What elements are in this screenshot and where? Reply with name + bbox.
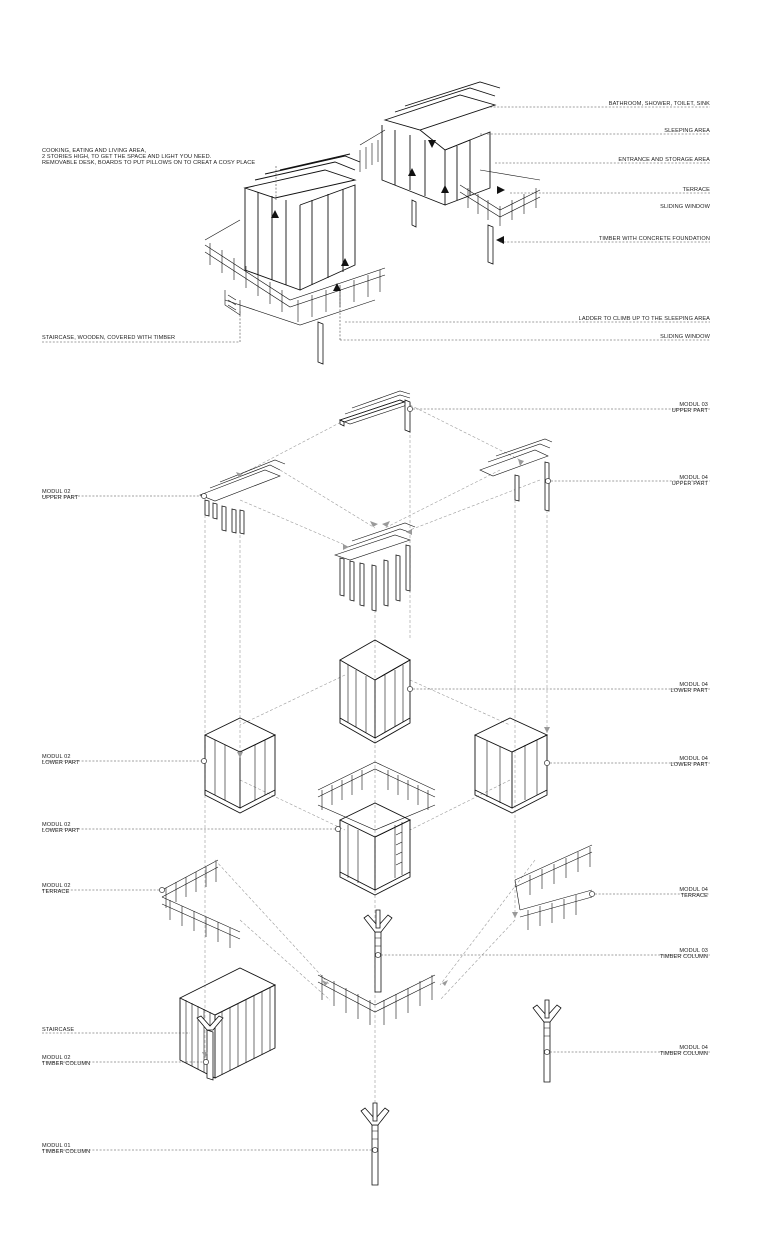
assembled-left-module — [204, 153, 386, 365]
label-modul-02-lower-b-1: MODUL 02 — [42, 822, 71, 828]
modul-03-central-upper — [334, 522, 416, 612]
label-modul-03-upper-1: MODUL 03 — [679, 402, 708, 408]
label-modul-02-lower-b-2: LOWER PART — [42, 828, 80, 834]
modul-01-timber-column — [360, 1102, 390, 1186]
label-modul-02-terrace-2: TERRACE — [42, 889, 70, 895]
label-staircase-wooden: STAIRCASE, WOODEN, COVERED WITH TIMBER — [42, 335, 175, 341]
label-cooking-area-line3: REMOVABLE DESK, BOARDS TO PUT PILLOWS ON… — [42, 160, 255, 166]
label-modul-01-column-2: TIMBER COLUMN — [42, 1149, 90, 1155]
label-modul-01-column-1: MODUL 01 — [42, 1143, 71, 1149]
label-sleeping-area: SLEEPING AREA — [664, 128, 710, 134]
label-modul-02-lower-a-2: LOWER PART — [42, 760, 80, 766]
label-modul-02-column-1: MODUL 02 — [42, 1055, 71, 1061]
label-sliding-window-1: SLIDING WINDOW — [660, 204, 710, 210]
label-terrace: TERRACE — [683, 187, 711, 193]
guide-arrowheads — [202, 459, 550, 1058]
modul-02-upper-part — [199, 459, 286, 535]
top-leader-lines — [42, 106, 710, 343]
label-timber-foundation: TIMBER WITH CONCRETE FOUNDATION — [599, 236, 710, 242]
label-modul-02-upper-2: UPPER PART — [42, 495, 79, 501]
label-modul-02-lower-a-1: MODUL 02 — [42, 754, 71, 760]
label-modul-04-lower-1: MODUL 04 — [679, 682, 708, 688]
label-modul-03-column-1: MODUL 03 — [679, 948, 708, 954]
label-modul-02-terrace-1: MODUL 02 — [42, 883, 71, 889]
staircase-module — [178, 967, 277, 1081]
exploded-leader-lines — [42, 408, 710, 1151]
exploded-annotation-labels: MODUL 03 UPPER PART MODUL 02 UPPER PART … — [42, 402, 708, 1155]
label-modul-04-lower-b-2: LOWER PART — [671, 762, 709, 768]
label-modul-04-terrace-1: MODUL 04 — [679, 887, 708, 893]
bottom-terrace-rail — [317, 974, 436, 1025]
modul-03-timber-column — [363, 909, 393, 993]
label-modul-03-upper-2: UPPER PART — [672, 408, 709, 414]
assembled-right-module — [359, 81, 541, 265]
modul-04-timber-column — [532, 999, 562, 1083]
label-modul-04-column-1: MODUL 04 — [679, 1045, 708, 1051]
central-terrace-rail — [317, 761, 436, 831]
label-ladder: LADDER TO CLIMB UP TO THE SLEEPING AREA — [579, 316, 711, 322]
modul-04-lower-box — [473, 717, 550, 814]
label-cooking-area-line2: 2 STORIES HIGH, TO GET THE SPACE AND LIG… — [42, 154, 212, 160]
label-modul-02-upper-1: MODUL 02 — [42, 489, 71, 495]
label-sliding-window-2: SLIDING WINDOW — [660, 334, 710, 340]
modul-02-terrace — [159, 859, 241, 948]
modul-02-lower-box — [201, 717, 277, 814]
label-cooking-area-line1: COOKING, EATING AND LIVING AREA, — [42, 148, 146, 154]
label-modul-04-terrace-2: TERRACE — [681, 893, 709, 899]
label-modul-04-lower-b-1: MODUL 04 — [679, 756, 708, 762]
label-bathroom: BATHROOM, SHOWER, TOILET, SINK — [609, 101, 710, 107]
label-modul-03-column-2: TIMBER COLUMN — [660, 954, 708, 960]
modul-04-upper-part — [479, 438, 553, 512]
label-staircase: STAIRCASE — [42, 1027, 74, 1033]
modul-04-terrace — [514, 844, 595, 930]
explode-guide-lines — [204, 404, 548, 1160]
label-modul-02-column-2: TIMBER COLUMN — [42, 1061, 90, 1067]
label-modul-04-column-2: TIMBER COLUMN — [660, 1051, 708, 1057]
label-modul-04-lower-2: LOWER PART — [671, 688, 709, 694]
modul-04-lower-cube — [339, 639, 413, 744]
modul-03-upper-part — [339, 390, 413, 433]
modul-02-lower-central — [335, 802, 412, 896]
label-modul-04-upper-2: UPPER PART — [672, 481, 709, 487]
top-annotation-labels: COOKING, EATING AND LIVING AREA, 2 STORI… — [42, 101, 711, 341]
label-entrance-storage: ENTRANCE AND STORAGE AREA — [618, 157, 710, 163]
label-modul-04-upper-1: MODUL 04 — [679, 475, 708, 481]
